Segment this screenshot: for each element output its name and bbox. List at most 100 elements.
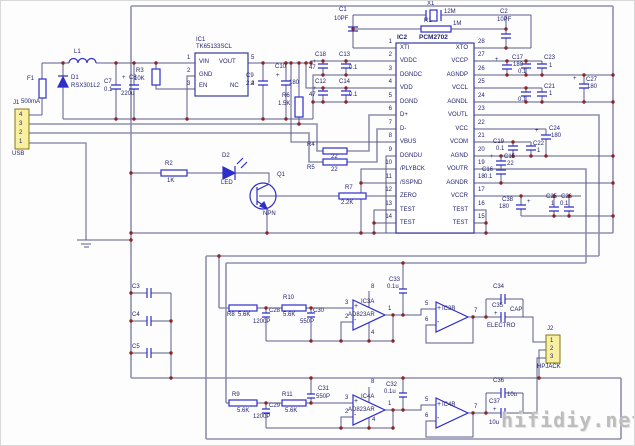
ic2-lpin-name-4: VDD [400, 85, 413, 91]
ic4b-plus-mark: + [437, 401, 442, 408]
usb-pin-3: 3 [19, 121, 23, 127]
ref-c2: C2 [500, 9, 508, 15]
ic2-rpin-num-26: 26 [478, 66, 485, 72]
ref-ic1: IC1 [196, 37, 206, 43]
val-c13: 0.1 [349, 65, 358, 71]
ref-r4: R4 [307, 142, 315, 148]
val-c25: 1 [551, 201, 555, 207]
part-ic1: TK65133SCL [196, 44, 233, 50]
ref-c10: C10 [275, 64, 287, 70]
opamp-ic4b [435, 397, 470, 429]
part-ic3a: AD823AR [348, 312, 375, 318]
ic4a-pin-out: 1 [388, 401, 392, 407]
opamp-ic3a [352, 299, 387, 331]
val-c32: 0.1u [384, 389, 396, 395]
usb-connector-box [14, 108, 30, 150]
ref-c16: C16 [482, 167, 494, 173]
ic2-lpin-num-2: 2 [388, 52, 392, 58]
val-c26: 0.1 [560, 201, 569, 207]
val-c33: 0.1u [387, 284, 399, 290]
ic2-rpin-num-22: 22 [478, 120, 485, 126]
ic4b-pin-out: 7 [474, 404, 478, 410]
ref-ic4a: IC4A [361, 394, 375, 400]
val-c21: 1 [549, 91, 553, 97]
ic2-rpin-name-26: AGNDP [446, 72, 468, 78]
ic2-rpin-num-18: 18 [478, 174, 485, 180]
ic1-pin-4: 4 [251, 81, 255, 87]
ic2-lpin-num-5: 5 [388, 93, 392, 99]
val-d2: LED [221, 180, 233, 186]
val-c8: 220u [121, 91, 135, 97]
ref-c25: C25 [546, 194, 558, 200]
ref-c31: C31 [318, 386, 330, 392]
ic3b-pin-out: 7 [474, 308, 478, 314]
ic2-lpin-num-7: 7 [388, 120, 392, 126]
ic4b-pin-minus: 6 [425, 413, 429, 419]
plus-c24: + [535, 128, 539, 134]
val-r6: 1.5K [278, 101, 291, 107]
ic2-lpin-num-8: 8 [388, 133, 392, 139]
ref-c23: C23 [544, 55, 556, 61]
val-d1: RSX301L2 [71, 83, 101, 89]
resistor-r10 [281, 304, 307, 312]
val-c24: 180 [551, 133, 562, 139]
ic4a-pin-vcc: 8 [371, 379, 375, 385]
ref-c8: C8 [129, 75, 137, 81]
ic1-gnd: GND [199, 72, 213, 78]
ref-c19: C19 [493, 139, 505, 145]
ic2-rpin-name-16: TEST [452, 207, 468, 213]
ref-c35: C35 [492, 303, 504, 309]
ic2-rpin-num-27: 27 [478, 52, 485, 58]
ref-r6: R6 [282, 93, 290, 99]
ic2-rpin-num-15: 15 [478, 214, 485, 220]
ic2-rpin-num-20: 20 [478, 147, 485, 153]
ic2-lpin-num-10: 10 [385, 160, 392, 166]
ic2-lpin-num-4: 4 [388, 79, 392, 85]
ic4a-pin-minus: 2 [345, 409, 349, 415]
ic4a-plus-mark: + [354, 398, 359, 405]
val-r8: 5.6K [238, 312, 251, 318]
ref-ic2: IC2 [397, 34, 408, 41]
plus-c38: + [527, 199, 531, 205]
watermark: hifidiy.net [501, 408, 635, 432]
ic2-rpin-name-24: AGNDL [447, 99, 468, 105]
resistor-r8 [228, 304, 258, 312]
ic2-lpin-name-2: VDDC [400, 58, 418, 64]
ic3a-pin-out: 1 [388, 306, 392, 312]
ic3a-pin-plus: 3 [345, 300, 349, 306]
ic2-lpin-num-3: 3 [388, 66, 392, 72]
val-c22: 1 [537, 148, 541, 154]
val-c30: 550P [300, 319, 315, 325]
resistor-r3 [151, 68, 161, 86]
ref-c14: C14 [339, 79, 351, 85]
hp-ref: J2 [547, 326, 554, 332]
ic2-lpin-num-9: 9 [388, 147, 392, 153]
transistor-q1 [249, 182, 277, 210]
plus-c8: + [122, 75, 126, 81]
ref-r8: R8 [227, 312, 235, 318]
resistor-r2 [160, 169, 188, 177]
ic-boxes [194, 42, 475, 234]
ref-r1: R1 [424, 18, 432, 24]
ref-c18: C18 [315, 52, 327, 58]
ref-c7: C7 [104, 79, 112, 85]
led-d2 [222, 166, 237, 180]
ic2-lpin-name-8: VBUS [400, 139, 417, 145]
ic2-rpin-name-23: VOUTL [447, 112, 468, 118]
val-c16: 0.1 [484, 174, 493, 180]
ic2-lpin-name-3: DGNDC [400, 72, 422, 78]
ref-c3: C3 [132, 284, 140, 290]
crystal-x1 [429, 9, 438, 22]
hp-pin-1: 1 [550, 338, 554, 344]
ic3a-pin-vee: 4 [371, 330, 375, 336]
ref-c26: C26 [561, 194, 573, 200]
ic2-lpin-name-7: D- [400, 126, 407, 132]
val-c10: 180 [289, 80, 300, 86]
ic2-lpin-num-6: 6 [388, 106, 392, 112]
ic2-lpin-name-9: DGNDU [400, 153, 422, 159]
ref-r10: R10 [283, 295, 295, 301]
val-c17: 180 [513, 62, 524, 68]
val-f1: 500mA [21, 99, 41, 105]
